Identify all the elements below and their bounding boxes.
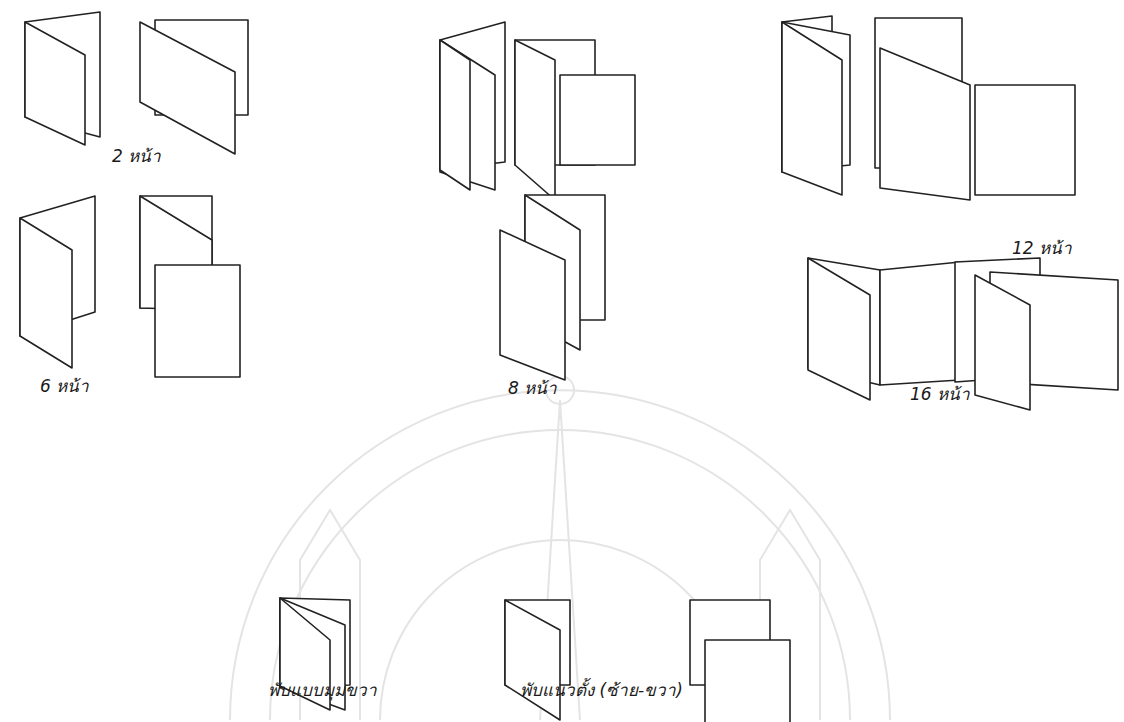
paper-panel — [25, 22, 85, 145]
paper-panel — [440, 40, 495, 190]
paper-panel — [975, 85, 1075, 195]
watermark-emblem — [230, 376, 890, 720]
paper-panel — [20, 218, 72, 368]
paper-panel — [782, 22, 842, 195]
fold-caption: 16 หน้า — [910, 384, 970, 404]
paper-panel — [975, 275, 1030, 410]
paper-panel — [880, 262, 960, 385]
paper-panel — [140, 22, 235, 154]
fold-caption: 6 หน้า — [40, 376, 89, 396]
paper-panel — [880, 48, 970, 200]
paper-panel — [440, 40, 470, 190]
fold-caption: 12 หน้า — [1012, 238, 1072, 258]
paper-panel — [515, 40, 555, 200]
paper-panel — [560, 75, 635, 165]
paper-panel — [505, 600, 560, 720]
fold-caption: พับแนวตั้ง (ซ้าย-ขวา) — [520, 680, 683, 700]
paper-panel — [155, 265, 240, 377]
fold-caption: พับแบบมุมขวา — [268, 680, 377, 700]
fold-caption: 2 หน้า — [112, 146, 161, 166]
folded-paper-sketches — [20, 12, 1118, 722]
paper-panel — [500, 230, 565, 380]
paper-panel — [808, 258, 870, 400]
fold-caption: 8 หน้า — [508, 378, 557, 398]
paper-panel — [705, 640, 790, 722]
